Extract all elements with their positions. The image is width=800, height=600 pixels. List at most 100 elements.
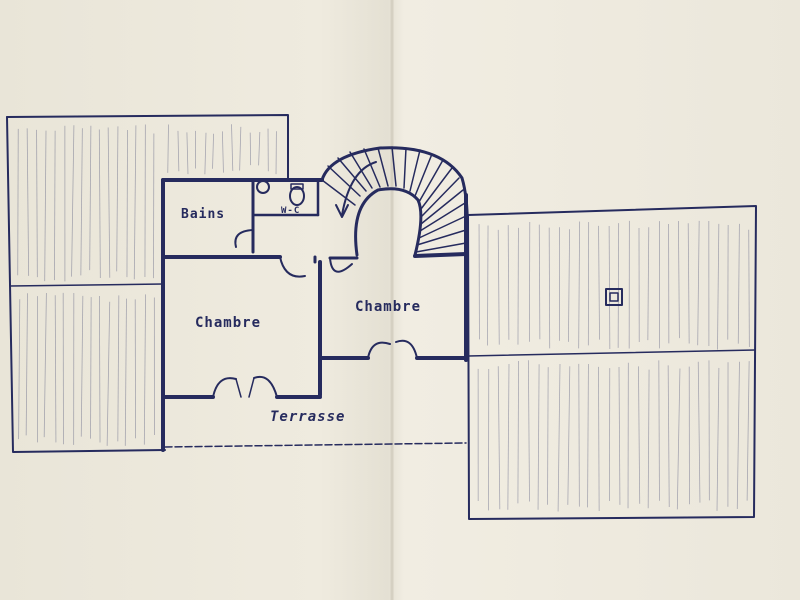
roof-hatch-line <box>687 223 690 344</box>
roof-hatch-line <box>527 360 530 502</box>
roof-hatch-line <box>647 369 650 509</box>
roof-left-outer-edge <box>6 116 166 453</box>
roof-hatch-line <box>239 126 242 171</box>
roof-hatch-line <box>676 368 681 510</box>
label-chambre-2: Chambre <box>355 299 421 315</box>
roof-hatch-line <box>608 226 611 349</box>
label-wc: W-C <box>281 206 300 216</box>
roof-hatch-line <box>18 299 21 440</box>
chimney-outer <box>605 288 623 306</box>
roof-hatch-line <box>116 126 119 272</box>
roof-hatch-line <box>507 363 510 510</box>
label-terrasse: Terrasse <box>270 409 345 425</box>
roof-hatch-line <box>677 220 680 339</box>
roof-hatch-line <box>567 366 571 505</box>
roof-hatch-line <box>748 229 750 347</box>
roof-hatch-line <box>204 132 207 175</box>
roof-hatch-line <box>697 220 700 346</box>
roof-hatch-line <box>117 295 120 442</box>
roof-hatch-line <box>25 293 28 436</box>
roof-hatch-line <box>537 364 540 510</box>
roof-right-outline <box>467 205 757 520</box>
roof-hatch-line <box>547 367 549 505</box>
roof-hatch-right <box>477 220 750 512</box>
roof-hatch-line <box>221 131 224 173</box>
roof-hatch-line <box>746 361 750 501</box>
roof-hatch-line <box>587 364 589 508</box>
door-arc-bedroom1-left <box>212 377 237 398</box>
roof-hatch-line <box>89 125 92 271</box>
roof-hatch-line <box>737 223 740 344</box>
roof-hatch-line <box>667 365 670 507</box>
roof-hatch-line <box>638 366 641 504</box>
roof-hatch-line <box>557 363 561 512</box>
roof-hatch-line <box>177 130 180 172</box>
roof-hatch-line <box>497 366 501 510</box>
roof-right-ridge <box>467 349 756 357</box>
roof-hatch-line <box>736 361 740 510</box>
door-arc-bedroom1-right <box>253 375 278 398</box>
wc-basin <box>256 180 270 194</box>
roof-hatch-left <box>17 124 277 446</box>
roof-hatch-line <box>647 227 650 341</box>
roof-hatch-line <box>568 229 571 342</box>
roof-hatch-line <box>548 227 551 349</box>
stair-arrow-line <box>341 161 377 216</box>
roof-hatch-line <box>36 129 38 278</box>
roof-hatch-line <box>578 363 580 507</box>
roof-hatch-line <box>90 297 92 439</box>
terrace-edge <box>164 442 467 448</box>
roof-hatch-line <box>658 360 660 501</box>
door-arc-bedroom2 <box>329 257 353 273</box>
roof-hatch-line <box>71 125 75 277</box>
roof-hatch-line <box>212 133 214 169</box>
door-arc-bedroom2-right <box>395 339 418 359</box>
wall-bedroom2-north <box>413 252 468 258</box>
roof-hatch-line <box>54 130 56 281</box>
roof-hatch-line <box>107 127 111 278</box>
roof-hatch-line <box>517 361 520 504</box>
roof-hatch-line <box>167 124 169 173</box>
stair-inner-curve <box>354 187 423 257</box>
roof-hatch-line <box>716 367 720 511</box>
roof-hatch-line <box>186 132 189 175</box>
roof-hatch-line <box>43 292 47 438</box>
roof-hatch-line <box>126 130 128 278</box>
roof-hatch-line <box>80 128 83 276</box>
roof-hatch-line <box>697 361 701 503</box>
roof-hatch-line <box>124 298 127 446</box>
chimney-inner <box>609 292 619 302</box>
roof-hatch-line <box>80 295 84 437</box>
stair-outer-curve <box>320 146 469 257</box>
door-arc-bath <box>234 229 254 248</box>
wc-toilet <box>289 186 305 206</box>
roof-hatch-line <box>143 294 146 445</box>
roof-hatch-line <box>507 225 510 340</box>
roof-hatch-line <box>497 229 500 345</box>
roof-hatch-line <box>538 224 541 340</box>
stair-treads <box>321 146 467 253</box>
roof-hatch-line <box>598 366 600 512</box>
roof-hatch-line <box>258 132 261 166</box>
label-chambre-1: Chambre <box>195 315 261 331</box>
roof-hatch-line <box>487 225 489 346</box>
roof-hatch-line <box>598 225 600 340</box>
label-bains: Bains <box>181 207 225 222</box>
roof-left-ridge <box>9 283 164 287</box>
door-arc-bedroom1 <box>279 256 306 278</box>
roof-hatch-line <box>106 301 111 446</box>
roof-hatch-line <box>717 223 720 350</box>
roof-hatch-line <box>231 124 234 171</box>
roof-hatch-line <box>54 295 57 443</box>
roof-left-outline <box>6 114 289 181</box>
roof-hatch-line <box>578 221 581 349</box>
roof-hatch-line <box>99 295 101 443</box>
roof-hatch-line <box>44 130 47 282</box>
roof-hatch-line <box>26 128 30 276</box>
roof-hatch-line <box>133 125 137 280</box>
roof-hatch-line <box>98 129 101 279</box>
roof-hatch-line <box>618 366 621 505</box>
stair-arrow-head <box>335 204 349 218</box>
